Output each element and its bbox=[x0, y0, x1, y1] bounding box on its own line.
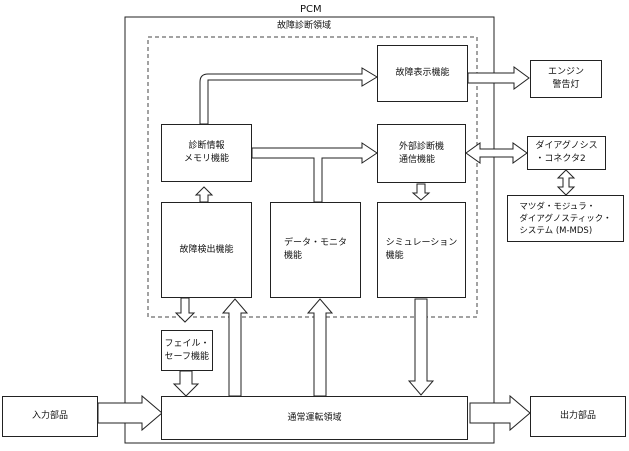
data-monitor-box: データ・モニタ 機能 bbox=[270, 202, 361, 298]
input-label: 入力部品 bbox=[31, 411, 68, 421]
fault-detect-label: 故障検出機能 bbox=[179, 244, 234, 255]
arrow-memory-monitor-ext bbox=[251, 142, 378, 203]
arrow-detect-to-memory bbox=[194, 186, 214, 203]
output-box: 出力部品 bbox=[530, 396, 626, 437]
arrow-normal-to-monitor bbox=[306, 298, 334, 397]
normal-region-label: 通常運転領域 bbox=[287, 412, 342, 423]
fault-detect-box: 故障検出機能 bbox=[161, 202, 252, 298]
arrow-input-to-normal bbox=[97, 394, 163, 432]
pcm-frame bbox=[124, 16, 495, 444]
diag-memory-box: 診断情報 メモリ機能 bbox=[161, 124, 252, 182]
arrow-normal-to-detect bbox=[221, 298, 249, 397]
arrow-connector-mmds bbox=[556, 169, 576, 196]
arrow-ext-connector bbox=[465, 142, 528, 164]
connector-box: ダイアグノシス ・コネクタ2 bbox=[527, 136, 606, 170]
data-monitor-label: データ・モニタ 機能 bbox=[283, 238, 347, 261]
arrow-failsafe-to-normal bbox=[172, 370, 200, 397]
failsafe-label: フェイル・ セーフ機能 bbox=[164, 338, 210, 362]
arrow-display-to-lamp bbox=[467, 66, 530, 90]
mmds-label: マツダ・モジュラ・ ダイアグノスティック・ システム (M-MDS) bbox=[519, 201, 612, 236]
normal-region-box: 通常運転領域 bbox=[161, 396, 468, 440]
arrow-detect-to-failsafe bbox=[174, 297, 196, 323]
arrow-normal-to-output bbox=[469, 394, 531, 432]
failsafe-box: フェイル・ セーフ機能 bbox=[161, 330, 213, 371]
pcm-label: PCM bbox=[300, 4, 322, 15]
fault-display-label: 故障表示機能 bbox=[395, 68, 450, 78]
fault-display-box: 故障表示機能 bbox=[377, 45, 468, 102]
engine-lamp-label: エンジン 警告灯 bbox=[547, 67, 584, 90]
ext-comm-label: 外部診断機 通信機能 bbox=[398, 141, 444, 165]
engine-lamp-box: エンジン 警告灯 bbox=[530, 60, 602, 98]
output-label: 出力部品 bbox=[559, 411, 596, 421]
simulation-box: シミュレーション 機能 bbox=[377, 202, 466, 298]
connector-label: ダイアグノシス ・コネクタ2 bbox=[535, 141, 598, 164]
diag-region-frame bbox=[147, 36, 478, 318]
input-box: 入力部品 bbox=[2, 396, 98, 437]
diag-memory-label: 診断情報 メモリ機能 bbox=[183, 141, 229, 164]
arrow-ext-to-sim bbox=[411, 183, 431, 201]
mmds-box: マツダ・モジュラ・ ダイアグノスティック・ システム (M-MDS) bbox=[507, 195, 624, 242]
arrow-sim-to-normal bbox=[407, 298, 435, 396]
ext-comm-box: 外部診断機 通信機能 bbox=[377, 124, 466, 183]
simulation-label: シミュレーション 機能 bbox=[385, 238, 458, 261]
arrow-memory-to-display bbox=[199, 67, 378, 125]
diag-region-label: 故障診断領域 bbox=[277, 21, 332, 31]
